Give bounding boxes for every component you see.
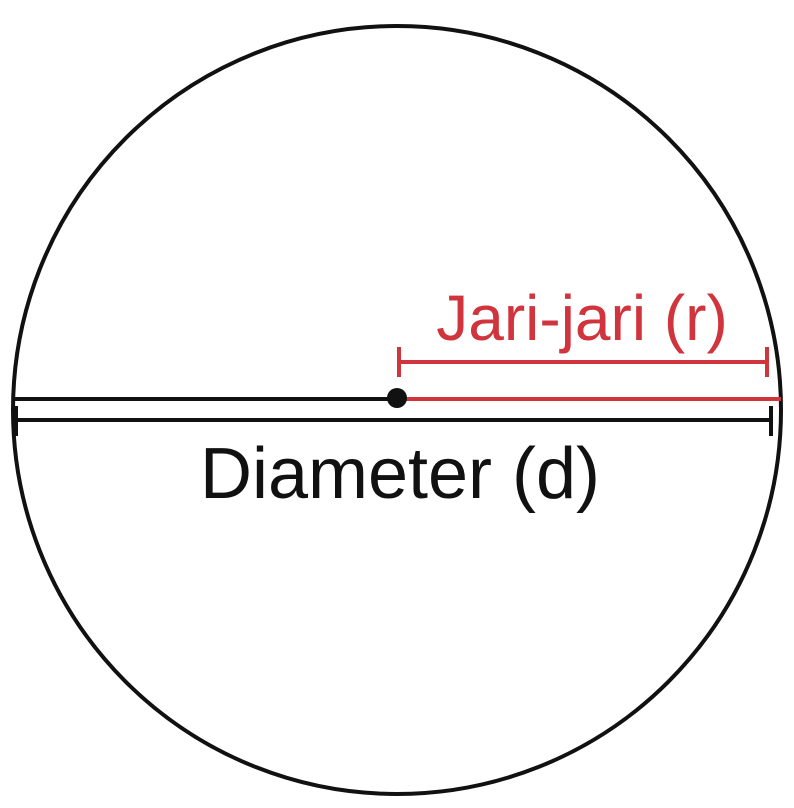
circle-outline	[11, 24, 783, 796]
center-point	[387, 388, 407, 408]
radius-bracket	[397, 347, 769, 377]
diameter-bracket	[14, 406, 773, 436]
radius-label: Jari-jari (r)	[436, 282, 728, 354]
diameter-label: Diameter (d)	[200, 434, 600, 514]
